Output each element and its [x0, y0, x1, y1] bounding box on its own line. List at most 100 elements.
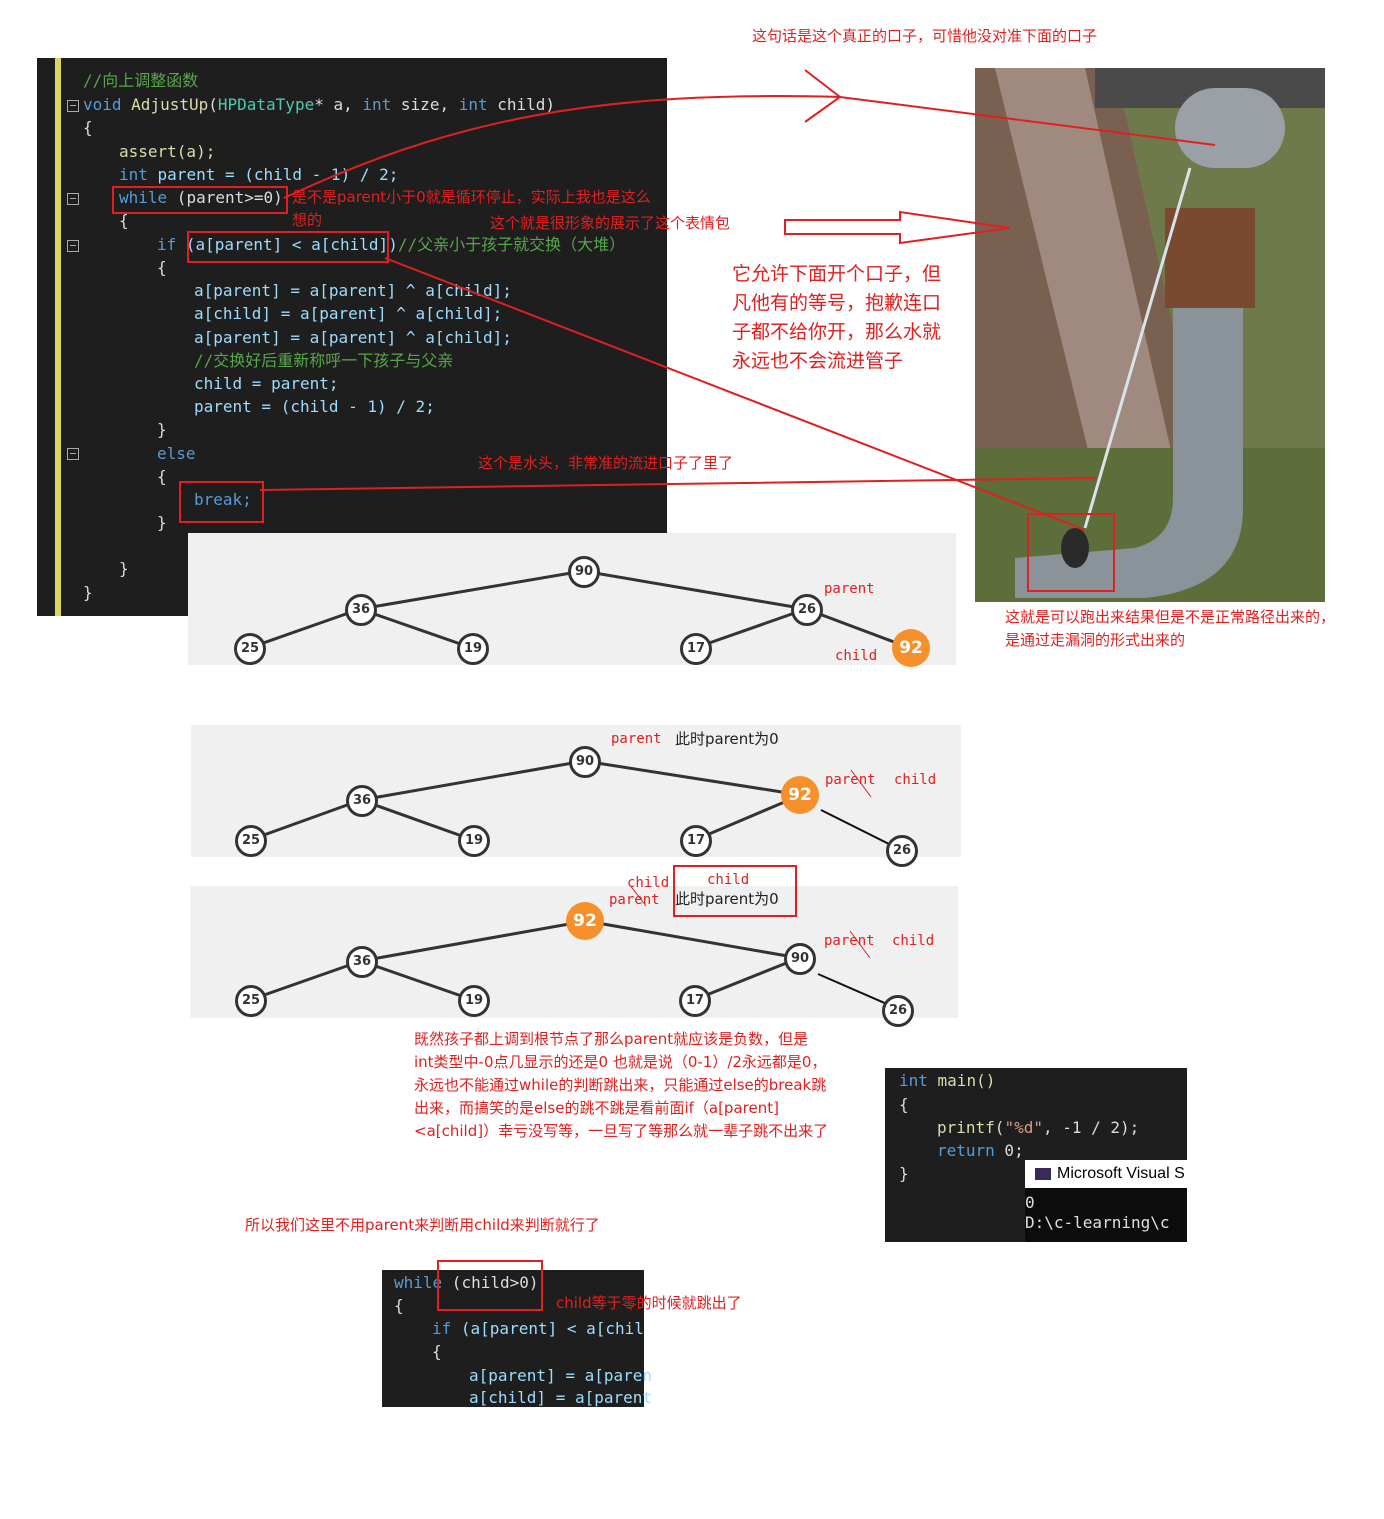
- code-line: a[child] = a[parent: [469, 1388, 653, 1407]
- code-line: a[parent] = a[paren: [469, 1366, 653, 1385]
- tree-node: 19: [458, 985, 490, 1017]
- code-comment: //交换好后重新称呼一下孩子与父亲: [194, 351, 454, 370]
- tree-node: 26: [791, 594, 823, 626]
- fold-toggle-icon[interactable]: [67, 240, 79, 252]
- tree-node: 19: [457, 633, 489, 665]
- tree-node: 26: [882, 995, 914, 1027]
- highlight-break: [179, 481, 264, 523]
- code-line: child = parent;: [194, 374, 339, 393]
- annotation-allow-open: 它允许下面开个口子，但凡他有的等号，抱歉连口子都不给你开，那么水就永远也不会流进…: [732, 263, 942, 372]
- code-line-break: break;: [194, 490, 252, 509]
- label-child-a: child: [627, 875, 670, 891]
- label-parent-a: parent: [609, 892, 660, 908]
- tree-node: 17: [680, 633, 712, 665]
- heap-tree-1: 90 36 26 25 19 17 92 parent child: [188, 533, 956, 667]
- code-line: assert(a);: [119, 142, 216, 161]
- console-titlebar[interactable]: Microsoft Visual S: [1025, 1160, 1187, 1188]
- tree-node-inserted: 92: [781, 776, 819, 814]
- code-line-while: while (parent>=0): [119, 188, 283, 207]
- fold-toggle-icon[interactable]: [67, 448, 79, 460]
- code-panel-child-fix: while (child>0) { if (a[parent] < a[chil…: [382, 1270, 652, 1407]
- label-child-b: child: [707, 872, 750, 888]
- annotation-child-zero: child等于零的时候就跳出了: [556, 1294, 742, 1312]
- tree-node: 17: [680, 825, 712, 857]
- code-line: }: [119, 559, 129, 578]
- annotation-water-head: 这个是水头，非常准的流进口子了里了: [478, 454, 734, 472]
- code-comment: //向上调整函数: [83, 71, 199, 90]
- tree-3-edges: [249, 886, 897, 1009]
- highlight-if: [187, 231, 389, 263]
- label-child: child: [892, 933, 935, 949]
- tree-node: 36: [345, 594, 377, 626]
- annotation-parent-zero-1: 此时parent为0: [675, 730, 779, 748]
- console-window: Microsoft Visual S 0 D:\c-learning\c: [1025, 1160, 1187, 1242]
- tree-node: 19: [458, 825, 490, 857]
- annotation-meme: 这个就是很形象的展示了这个表情包: [490, 214, 731, 232]
- fold-toggle-icon[interactable]: [67, 100, 79, 112]
- annotation-parent-zero-2: 此时parent为0: [675, 890, 779, 908]
- code-line: a[child] = a[parent] ^ a[child];: [194, 304, 503, 323]
- code-line-if: if (a[parent] < a[chil: [432, 1319, 644, 1338]
- code-signature: void AdjustUp(HPDataType* a, int size, i…: [83, 95, 556, 114]
- code-panel-adjustup: //向上调整函数 void AdjustUp(HPDataType* a, in…: [37, 58, 667, 616]
- heap-tree-2: 90 36 92 25 19 17 26 parent parent child: [191, 725, 961, 867]
- label-child: child: [894, 772, 937, 788]
- annotation-thought: 是不是parent小于0就是循环停止，实际上我也是这么想的: [292, 188, 651, 229]
- console-title: Microsoft Visual S: [1057, 1165, 1185, 1182]
- label-parent-top: parent: [611, 731, 662, 747]
- label-parent: parent: [824, 933, 875, 949]
- highlight-child-cond: [437, 1260, 543, 1311]
- tree-node: 26: [886, 835, 918, 867]
- tree-node: 25: [234, 633, 266, 665]
- code-line: int main(): [899, 1071, 996, 1090]
- tree-node-inserted: 92: [892, 629, 930, 667]
- tree-node: 36: [346, 785, 378, 817]
- console-output: 0: [1025, 1193, 1035, 1212]
- label-parent: parent: [824, 581, 875, 597]
- label-child: child: [835, 648, 878, 664]
- code-panel-main: int main() { printf("%d", -1 / 2); retur…: [885, 1068, 1187, 1242]
- code-line: {: [157, 258, 167, 277]
- highlight-child-parent: [673, 865, 797, 917]
- heap-tree-3: 92 36 90 25 19 17 26 parent child: [190, 886, 958, 1027]
- tree-node: 90: [784, 943, 816, 975]
- code-line: }: [157, 513, 167, 532]
- tree-2-edges: [249, 759, 902, 851]
- tree-1-edges: [248, 569, 911, 650]
- code-line: {: [899, 1095, 909, 1114]
- annotation-conclusion: 所以我们这里不用parent来判断用child来判断就行了: [245, 1216, 600, 1234]
- annotation-result: 这就是可以跑出来结果但是不是正常路径出来的，是通过走漏洞的形式出来的: [1005, 608, 1336, 649]
- code-line: {: [432, 1342, 442, 1361]
- code-line: }: [157, 420, 167, 439]
- code-line: return 0;: [937, 1141, 1024, 1160]
- tree-node: 25: [235, 825, 267, 857]
- label-parent: parent: [825, 772, 876, 788]
- change-marker: [55, 58, 61, 616]
- code-line: {: [119, 211, 129, 230]
- tree-node: 90: [569, 746, 601, 778]
- code-line: {: [394, 1296, 404, 1315]
- code-line: }: [899, 1164, 909, 1183]
- code-line: parent = (child - 1) / 2;: [194, 397, 435, 416]
- tree-node: 25: [235, 985, 267, 1017]
- tree-node: 17: [679, 985, 711, 1017]
- fold-toggle-icon[interactable]: [67, 193, 79, 205]
- code-line: a[parent] = a[parent] ^ a[child];: [194, 328, 512, 347]
- code-line: {: [157, 467, 167, 486]
- tree-node-inserted: 92: [566, 902, 604, 940]
- code-line: int parent = (child - 1) / 2;: [119, 165, 399, 184]
- code-line: {: [83, 118, 93, 137]
- code-line-if: if (a[parent] < a[child])//父亲小于孩子就交换（大堆）: [157, 235, 626, 254]
- tree-node: 90: [568, 556, 600, 588]
- code-line: printf("%d", -1 / 2);: [937, 1118, 1140, 1137]
- annotation-top-mouth: 这句话是这个真正的口子，可惜他没对准下面的口子: [752, 27, 1098, 45]
- highlight-hole: [1027, 513, 1115, 592]
- console-app-icon: [1035, 1167, 1051, 1180]
- tree-node: 36: [346, 946, 378, 978]
- annotation-explanation: 既然孩子都上调到根节点了那么parent就应该是负数，但是 int类型中-0点几…: [414, 1030, 829, 1140]
- code-line: else: [157, 444, 196, 463]
- code-line-while: while (child>0): [394, 1273, 539, 1292]
- console-path: D:\c-learning\c: [1025, 1213, 1170, 1232]
- code-line: }: [83, 583, 93, 602]
- highlight-while: [112, 186, 288, 214]
